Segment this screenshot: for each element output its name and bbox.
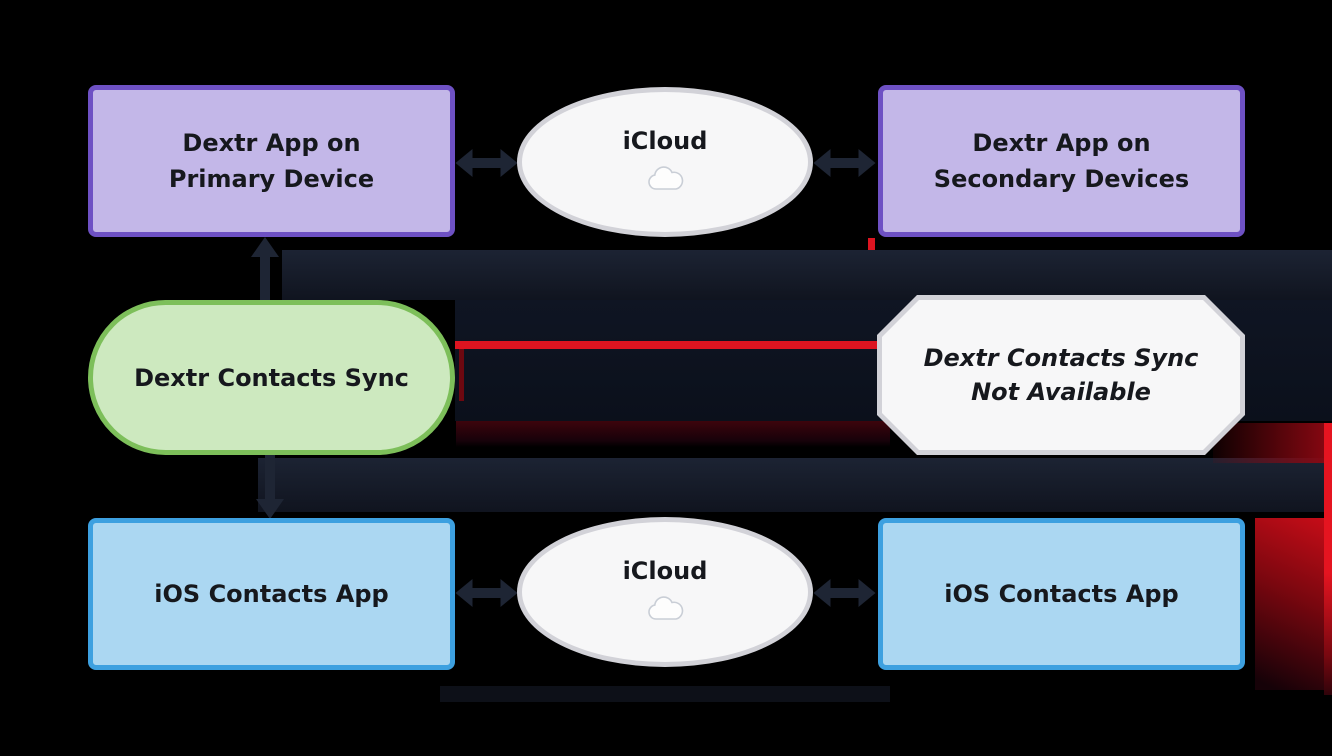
node-label: Dextr App on <box>182 129 361 157</box>
edge-red-glow <box>1213 423 1332 463</box>
node-dextr-app-primary-device: Dextr App on Primary Device <box>88 85 455 237</box>
icloud-ios-right-bidirectional-arrow-icon <box>813 576 876 610</box>
node-dextr-contacts-sync: Dextr Contacts Sync <box>88 300 455 455</box>
node-ios-contacts-app-right: iOS Contacts App <box>878 518 1245 670</box>
edge-red-glow <box>456 421 890 447</box>
edge-red-glow <box>1255 518 1332 690</box>
node-label: Dextr Contacts Sync <box>134 363 409 392</box>
edge-red-glow <box>459 349 464 401</box>
shadow-band-bottom <box>258 458 1332 512</box>
node-label: Primary Device <box>168 165 375 193</box>
node-label: Secondary Devices <box>933 165 1190 193</box>
cloud-icon <box>645 165 685 201</box>
node-label: iOS Contacts App <box>154 580 389 608</box>
shadow-band-under-ellipse <box>440 686 890 702</box>
edge-red-sync-to-not-available <box>455 341 879 349</box>
node-icloud-top: iCloud <box>517 87 813 237</box>
edge-red-not-available-to-ios-right <box>1324 423 1332 695</box>
node-label: Not Available <box>971 378 1151 406</box>
sync-to-primary-arrow-icon <box>246 237 284 301</box>
node-dextr-app-secondary-devices: Dextr App on Secondary Devices <box>878 85 1245 237</box>
ios-left-icloud-bidirectional-arrow-icon <box>455 576 518 610</box>
node-label: iOS Contacts App <box>944 580 1179 608</box>
node-dextr-contacts-sync-not-available: Dextr Contacts Sync Not Available <box>877 295 1245 455</box>
cloud-icon <box>645 595 685 631</box>
node-ios-contacts-app-left: iOS Contacts App <box>88 518 455 670</box>
node-label: iCloud <box>622 557 708 585</box>
node-label: iCloud <box>622 127 708 155</box>
node-icloud-bottom: iCloud <box>517 517 813 667</box>
icloud-secondary-bidirectional-arrow-icon <box>813 146 876 180</box>
primary-icloud-bidirectional-arrow-icon <box>455 146 518 180</box>
shadow-band-top <box>282 250 1332 300</box>
node-label: Dextr Contacts Sync <box>923 344 1199 372</box>
node-dextr-contacts-sync-not-available-inner: Dextr Contacts Sync Not Available <box>882 300 1240 450</box>
node-label: Dextr App on <box>972 129 1151 157</box>
sync-to-ios-left-arrow-icon <box>251 455 289 519</box>
